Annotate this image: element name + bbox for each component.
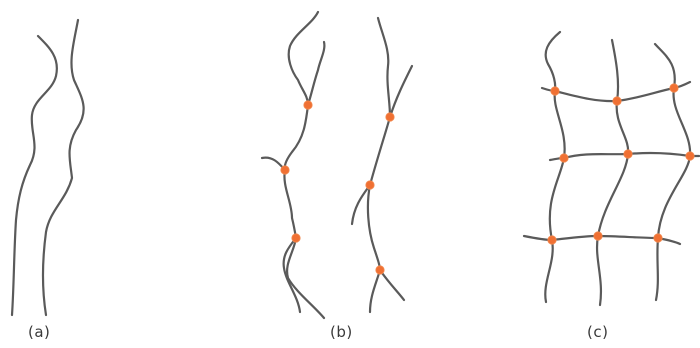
panel-b-crosslink-3: [292, 234, 300, 242]
panel-c-crosslinks: [548, 84, 694, 244]
panel-c-crosslink-3: [670, 84, 678, 92]
panel-c-label: (c): [587, 323, 608, 341]
panel-c-crosslink-7: [548, 236, 556, 244]
panel-a-label: (a): [28, 323, 50, 341]
panel-c-crosslink-5: [624, 150, 632, 158]
panel-b-chain-1-branch-lower: [284, 238, 300, 312]
panel-c-crosslink-4: [560, 154, 568, 162]
panel-b-chain-1: [284, 12, 324, 318]
panel-b-chain-2-branch-top: [390, 66, 412, 117]
panel-b-crosslink-4: [386, 113, 394, 121]
panel-c-crosslink-1: [551, 87, 559, 95]
panel-c-vertical-chain-1: [545, 32, 564, 302]
panel-c-crosslink-2: [613, 97, 621, 105]
panel-b-crosslink-5: [366, 181, 374, 189]
panel-b-crosslink-2: [281, 166, 289, 174]
panel-c-vertical-chain-3: [655, 44, 690, 300]
panel-b-chain-2-branch-right: [380, 270, 404, 300]
panel-c-network: [524, 32, 699, 305]
panel-b-chains: [262, 12, 412, 318]
panel-b-crosslink-1: [304, 101, 312, 109]
panel-a-chain-2: [43, 20, 84, 315]
panel-b-crosslink-6: [376, 266, 384, 274]
panel-c-crosslink-9: [654, 234, 662, 242]
panel-a-chain-1: [12, 36, 57, 315]
panel-c-crosslink-6: [686, 152, 694, 160]
panel-a-chains: [12, 20, 84, 315]
panel-b-label: (b): [330, 323, 353, 341]
panel-c-vertical-chain-2: [597, 40, 628, 305]
panel-c-crosslink-8: [594, 232, 602, 240]
panel-b-chain-1-branch-top: [308, 42, 324, 105]
